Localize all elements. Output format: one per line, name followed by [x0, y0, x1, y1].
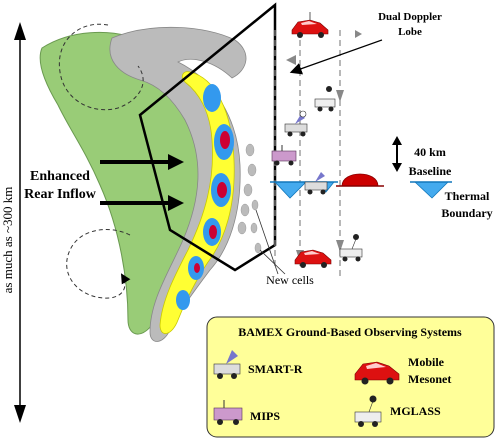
thermal-boundary-symbols — [274, 181, 449, 199]
legend-title: BAMEX Ground-Based Observing Systems — [238, 325, 462, 339]
convective-cells — [176, 84, 234, 310]
convective-core — [217, 182, 227, 198]
baseline-label-line1: 40 km — [414, 145, 446, 159]
mips-profiler-truck-icon — [213, 400, 243, 425]
doppler-label-line1: Dual Doppler — [378, 11, 442, 23]
inflow-label-line2: Rear Inflow — [24, 187, 97, 202]
baseline-label-line2: Baseline — [409, 164, 452, 178]
mobile-mesonet-car-icon — [354, 361, 400, 385]
new-cell-blobs — [237, 143, 262, 254]
baseline-marker — [392, 136, 402, 172]
mobile-mesonet-car-icon — [291, 12, 329, 38]
mglass-sonde-vehicle-icon — [354, 395, 382, 427]
legend-label-mesonet: Mesonet — [408, 372, 451, 386]
convective-core — [220, 131, 230, 149]
legend-label-mips: MIPS — [250, 409, 280, 423]
circulation-loop-south — [66, 229, 131, 299]
doppler-pointer — [289, 39, 383, 75]
inflow-label-line1: Enhanced — [30, 169, 90, 184]
mobile-mesonet-car-icon — [294, 249, 332, 268]
legend-label-mobile: Mobile — [408, 355, 445, 369]
rear-inflow-arrows — [100, 154, 184, 211]
mglass-sonde-vehicle-icon — [339, 234, 363, 262]
mglass-sonde-vehicle-icon — [314, 86, 336, 112]
legend: BAMEX Ground-Based Observing Systems SMA… — [206, 316, 495, 438]
new-cells-label: New cells — [266, 273, 314, 287]
warm-dome-symbol — [341, 173, 379, 187]
convective-cell — [176, 290, 190, 310]
circulation-loop-north — [58, 23, 144, 111]
scale-arrow — [14, 22, 26, 423]
smart-r-radar-truck-icon — [213, 350, 241, 379]
legend-label-smart-r: SMART-R — [248, 362, 303, 376]
thermal-label-line2: Boundary — [441, 206, 492, 220]
mips-profiler-truck-icon — [271, 145, 297, 166]
convective-core — [194, 263, 200, 273]
smart-r-radar-truck-icon — [304, 172, 328, 195]
new-cells-leaders — [255, 209, 286, 275]
track-arrows — [286, 30, 362, 262]
convective-cell — [203, 84, 221, 112]
convective-core — [209, 225, 217, 239]
smart-r-radar-truck-icon — [284, 110, 308, 137]
thermal-label-line1: Thermal — [445, 189, 490, 203]
scale-label: as much as ~300 km — [0, 187, 15, 294]
doppler-label-line2: Lobe — [398, 26, 422, 38]
legend-label-mglass: MGLASS — [390, 404, 441, 418]
